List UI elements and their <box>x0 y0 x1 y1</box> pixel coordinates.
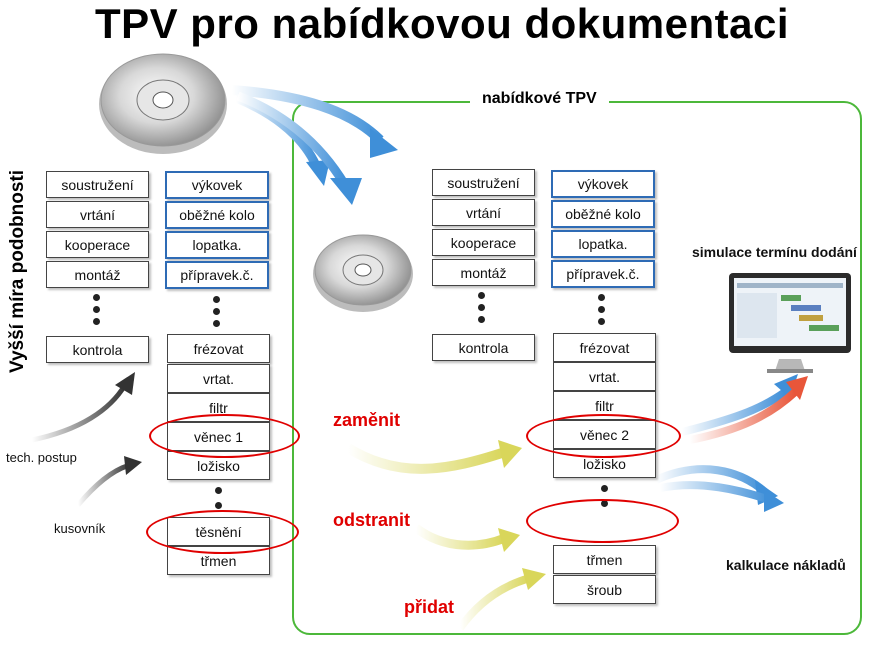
page-title: TPV pro nabídkovou dokumentaci <box>94 0 790 47</box>
ellipsis-dot <box>601 485 608 492</box>
ellipsis-dot <box>478 304 485 311</box>
ellipsis-dot <box>213 308 220 315</box>
right-part-box: oběžné kolo <box>551 200 655 228</box>
replace-label: zaměnit <box>333 410 401 430</box>
left-part-box: výkovek <box>165 171 269 199</box>
right-op-box: soustružení <box>432 169 535 196</box>
left-op-box: montáž <box>46 261 149 288</box>
left-part-box: přípravek.č. <box>165 261 269 289</box>
highlight-ring <box>149 414 300 458</box>
right-op-box: vrtání <box>432 199 535 226</box>
cost-calculation-label: kalkulace nákladů <box>726 557 846 573</box>
right-op-box: montáž <box>432 259 535 286</box>
right-part-box: třmen <box>553 545 656 574</box>
ellipsis-dot <box>93 318 100 325</box>
turbine-wheel-large-icon <box>99 53 227 154</box>
tech-postup-label: tech. postup <box>6 450 77 465</box>
right-part-box: šroub <box>553 575 656 604</box>
right-part-box: frézovat <box>553 333 656 362</box>
remove-label: odstranit <box>333 510 411 530</box>
left-part-box: oběžné kolo <box>165 201 269 229</box>
left-op-box: kontrola <box>46 336 149 363</box>
right-part-box: lopatka. <box>551 230 655 258</box>
left-op-box: kooperace <box>46 231 149 258</box>
left-part-box: lopatka. <box>165 231 269 259</box>
ellipsis-dot <box>478 316 485 323</box>
monitor-icon <box>729 273 851 373</box>
left-op-box: soustružení <box>46 171 149 198</box>
right-part-box: vrtat. <box>553 362 656 391</box>
ellipsis-dot <box>213 296 220 303</box>
ellipsis-dot <box>215 502 222 509</box>
schedule-simulation-label: simulace termínu dodání <box>692 244 857 260</box>
left-part-box: frézovat <box>167 334 270 363</box>
highlight-ring <box>526 414 681 458</box>
ellipsis-dot <box>598 294 605 301</box>
similarity-label: Vyšší míra podobnosti <box>7 169 28 373</box>
ellipsis-dot <box>93 294 100 301</box>
right-part-box: výkovek <box>551 170 655 198</box>
ellipsis-dot <box>598 306 605 313</box>
right-op-box: kontrola <box>432 334 535 361</box>
turbine-wheel-small-icon <box>313 234 413 312</box>
ellipsis-dot <box>598 318 605 325</box>
add-label: přidat <box>404 597 455 617</box>
ellipsis-dot <box>213 320 220 327</box>
right-part-box: přípravek.č. <box>551 260 655 288</box>
right-op-box: kooperace <box>432 229 535 256</box>
ellipsis-dot <box>93 306 100 313</box>
kusovnik-label: kusovník <box>54 521 106 536</box>
frame-label: nabídkové TPV <box>470 90 609 108</box>
ellipsis-dot <box>215 487 222 494</box>
ellipsis-dot <box>478 292 485 299</box>
left-op-box: vrtání <box>46 201 149 228</box>
removed-item-ring <box>526 499 679 543</box>
highlight-ring <box>146 510 299 554</box>
left-part-box: vrtat. <box>167 364 270 393</box>
